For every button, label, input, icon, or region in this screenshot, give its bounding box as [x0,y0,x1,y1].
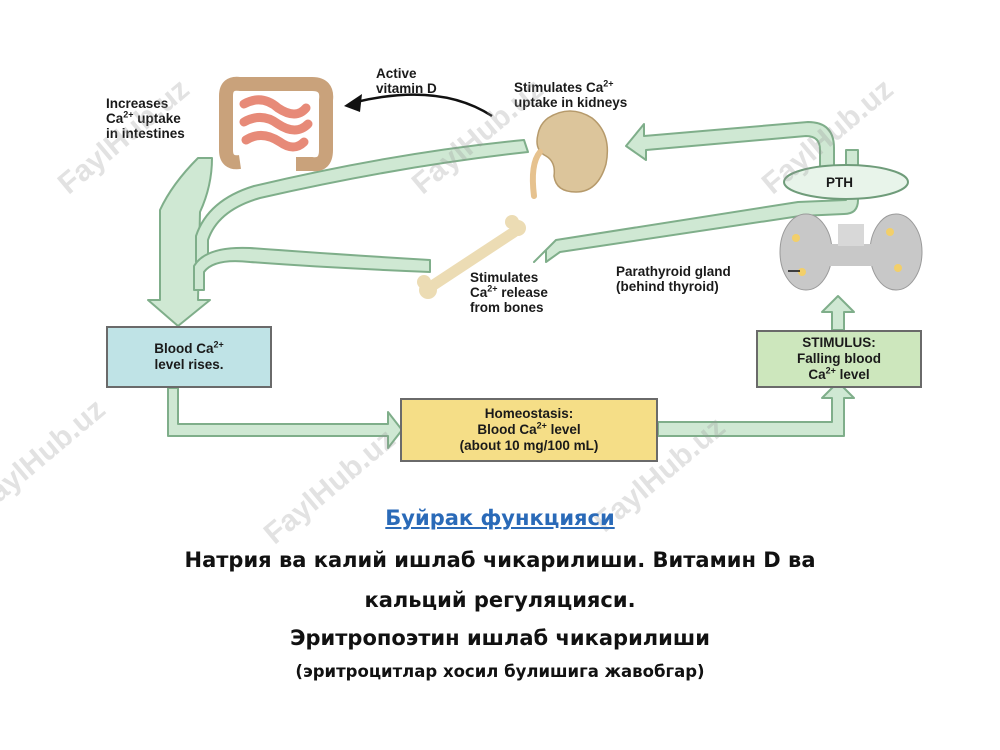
blood-level-rises-box: Blood Ca2+level rises. [106,326,272,388]
thyroid-image [779,213,923,291]
caption-line-1: Натрия ва калий ишлаб чикарилиши. Витами… [184,548,816,572]
caption-link[interactable]: Буйрак функцияси [385,506,615,530]
pth-oval [783,164,909,200]
diagram-artwork [147,76,923,449]
bone-image [417,215,526,299]
arrow-homeostasis-to-stimulus [657,381,855,437]
kidney-image [529,110,609,199]
label-stimulates-kidneys: Stimulates Ca2+uptake in kidneys [514,78,628,110]
arrow-pth-to-bones [533,149,859,263]
caption-line-2: кальций регуляцияси. [364,588,636,612]
arrow-pth-to-kidneys [625,121,835,197]
label-parathyroid: Parathyroid gland (behind thyroid) [616,264,731,294]
arrow-vitamin-d [344,93,493,118]
homeostasis-arrows [147,121,859,449]
arrow-blood-to-homeostasis [167,387,403,449]
arrow-stimulus-to-parathyroid [821,295,855,331]
intestine-image [219,76,334,172]
caption-line-3: Эритропоэтин ишлаб чикарилиши [290,626,710,650]
homeostasis-box: Homeostasis:Blood Ca2+ level(about 10 mg… [400,398,658,462]
label-pth: PTH [826,175,853,190]
arrow-bones-to-blood [193,246,431,291]
caption-line-4: (эритроцитлар хосил булишига жавобгар) [295,662,705,681]
arrow-kidney-to-blood [195,139,529,263]
label-active-vitamin-d: Active vitamin D [376,66,437,96]
